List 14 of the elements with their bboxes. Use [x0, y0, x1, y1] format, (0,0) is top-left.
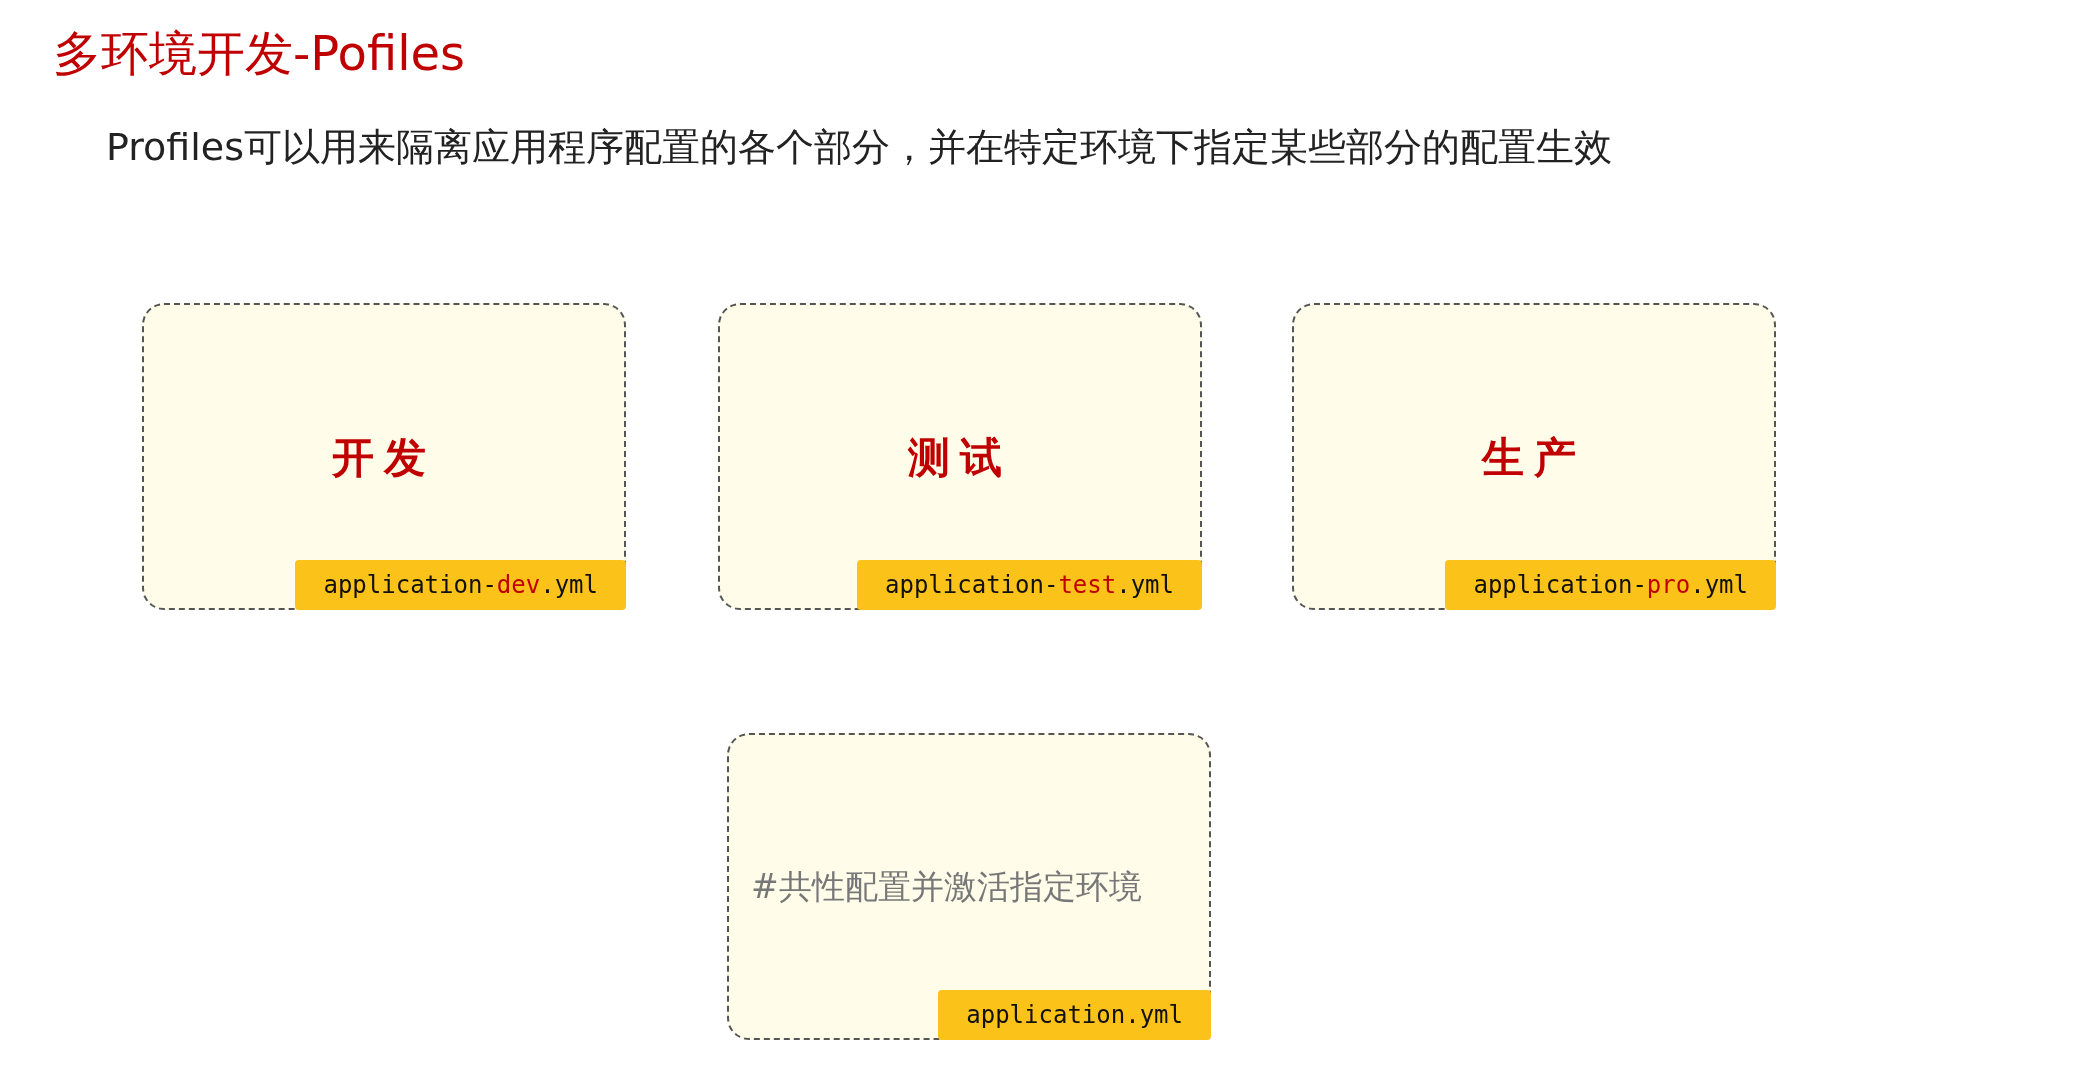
comment-text: #共性配置并激活指定环境 — [751, 866, 1142, 908]
environment-card — [142, 303, 626, 610]
file-name-tag: application-test.yml — [857, 560, 1202, 610]
file-name-tag: application-pro.yml — [1445, 560, 1776, 610]
environment-card — [718, 303, 1202, 610]
card-heading: 测试 — [907, 432, 1013, 484]
card-heading: 生产 — [1480, 432, 1587, 484]
environment-card — [727, 733, 1211, 1040]
environment-card — [1292, 303, 1776, 610]
slide-title: 多环境开发-Pofiles — [53, 24, 466, 83]
file-name-tag: application.yml — [938, 990, 1211, 1040]
card-heading: 开发 — [331, 432, 437, 484]
description-text: Profiles可以用来隔离应用程序配置的各个部分，并在特定环境下指定某些部分的配置生效 — [106, 124, 1612, 171]
file-name-tag: application-dev.yml — [295, 560, 626, 610]
